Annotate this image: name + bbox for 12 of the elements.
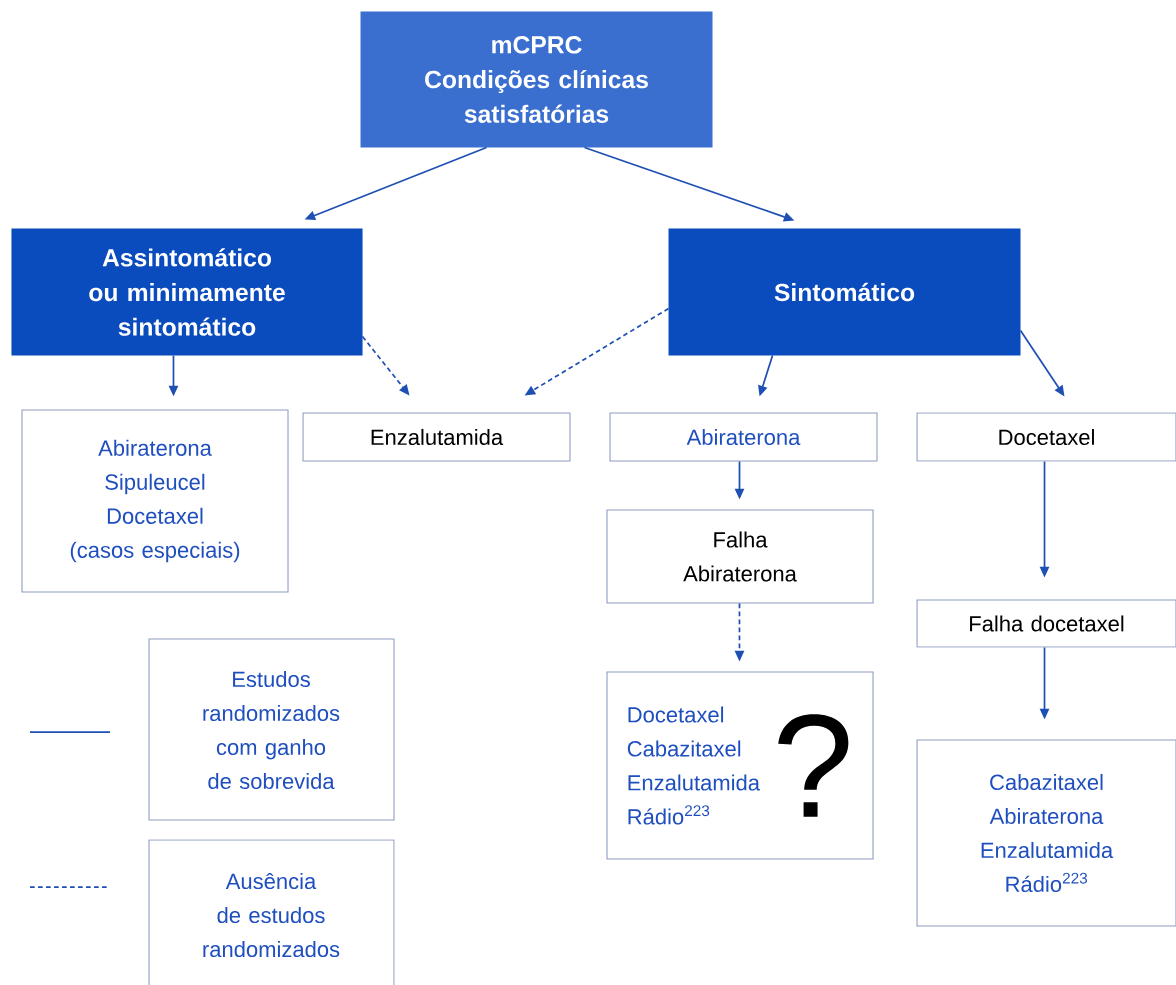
treatment-box: Abiraterona Sipuleucel Docetaxel (casos especiais) [21, 409, 289, 593]
legend-box: Estudos randomizados com ganho de sobrevida [148, 638, 395, 821]
treatment-box: Cabazitaxel Abiraterona Enzalutamida Rádio$^{223}$ [916, 739, 1176, 927]
category-box: Assintomático ou minimamente sintomático [11, 228, 363, 356]
category-box: Sintomático [668, 228, 1021, 356]
title-box: mCPRC Condições clínicas satisfatórias [360, 11, 713, 148]
failure-box: Falha docetaxel [916, 599, 1176, 648]
failure-box: Falha Abiraterona [606, 509, 874, 604]
treatment-box: Abiraterona [609, 412, 878, 462]
treatment-box: Docetaxel [916, 412, 1176, 462]
treatment-box: Enzalutamida [302, 412, 571, 462]
legend-box: Ausência de estudos randomizados [148, 839, 395, 985]
